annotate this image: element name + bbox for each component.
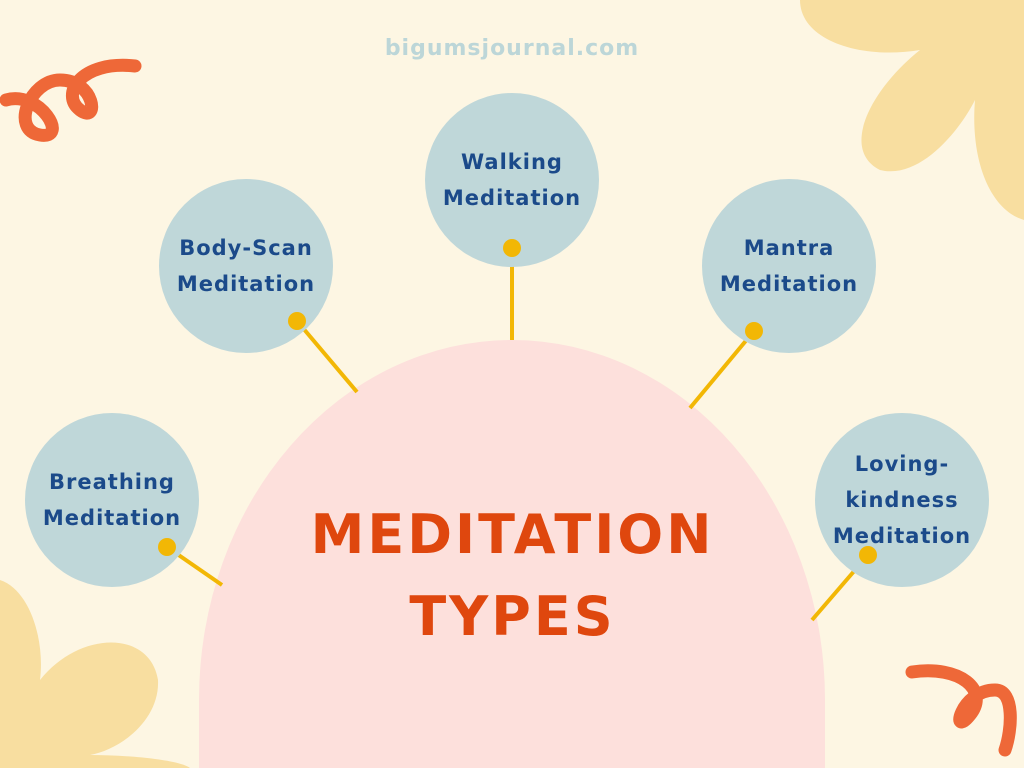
node-label: Meditation bbox=[832, 524, 972, 548]
connector-mantra bbox=[688, 329, 756, 410]
hub-title: MEDITATION TYPES bbox=[200, 494, 825, 658]
squiggle-top-left-decor bbox=[0, 58, 142, 142]
flower-top-right-decor bbox=[800, 0, 1024, 220]
title-line-1: MEDITATION bbox=[310, 503, 715, 566]
connector-body-scan bbox=[295, 319, 359, 394]
node-label: kindness bbox=[845, 488, 959, 512]
node-label: Meditation bbox=[42, 506, 182, 530]
title-line-2: TYPES bbox=[409, 585, 616, 648]
flower-bottom-left-decor bbox=[0, 580, 190, 768]
node-label: Loving- bbox=[854, 452, 950, 476]
node-label: Meditation bbox=[719, 272, 859, 296]
node-label: Breathing bbox=[49, 470, 175, 494]
node-label: Meditation bbox=[176, 272, 316, 296]
node-label: Body-Scan bbox=[179, 236, 313, 260]
node-label: Meditation bbox=[442, 186, 582, 210]
hub-arch bbox=[199, 340, 825, 768]
node-label: Walking bbox=[461, 150, 563, 174]
squiggle-bottom-right-decor bbox=[905, 664, 1017, 757]
node-label: Mantra bbox=[743, 236, 835, 260]
watermark: bigumsjournal.com bbox=[384, 36, 640, 61]
